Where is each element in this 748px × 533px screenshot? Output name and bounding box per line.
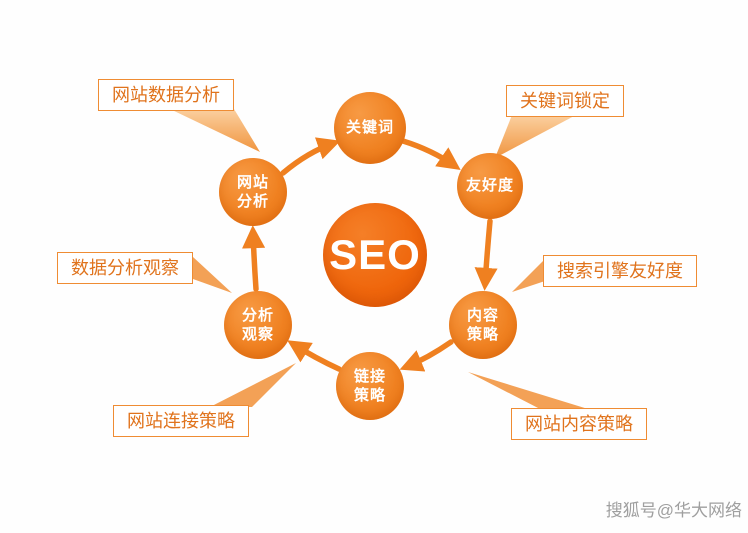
callout-tail-site-data-analysis <box>170 109 260 152</box>
callout-tail-keyword-lock <box>495 115 576 158</box>
node-friendliness-label: 友好度 <box>465 177 514 195</box>
arrow-friendliness-to-content-strategy <box>474 218 498 291</box>
arrow-analysis-observation-to-site-analysis <box>242 225 266 292</box>
callout-site-link-strategy-label: 网站连接策略 <box>127 411 235 431</box>
callout-tail-site-link-strategy <box>210 363 296 407</box>
node-site-analysis-line2: 分析 <box>236 193 269 210</box>
arrow-content-strategy-to-link-strategy <box>399 339 454 372</box>
arrow-keywords-to-friendliness <box>400 138 461 170</box>
callout-tail-search-engine-friendliness <box>512 259 545 292</box>
node-friendliness: 友好度 <box>457 153 523 219</box>
arrow-site-analysis-to-keywords <box>280 137 341 176</box>
callout-site-link-strategy: 网站连接策略 <box>113 405 249 437</box>
callout-keyword-lock-label: 关键词锁定 <box>520 91 610 111</box>
callout-tail-data-analysis-observation <box>193 257 232 293</box>
node-analysis-observation: 分析 观察 <box>224 291 292 359</box>
callout-site-content-strategy: 网站内容策略 <box>511 408 647 440</box>
callout-data-analysis-observation-label: 数据分析观察 <box>71 258 179 278</box>
center-seo-circle: SEO <box>323 203 427 307</box>
callout-site-content-strategy-label: 网站内容策略 <box>525 414 633 434</box>
node-link-strategy-line1: 链接 <box>353 367 386 385</box>
callout-site-data-analysis: 网站数据分析 <box>98 79 234 111</box>
node-content-strategy-line2: 策略 <box>466 326 499 343</box>
callout-search-engine-friendliness: 搜索引擎友好度 <box>543 255 697 287</box>
node-link-strategy: 链接 策略 <box>336 352 404 420</box>
node-content-strategy-line1: 内容 <box>466 306 499 324</box>
callout-data-analysis-observation: 数据分析观察 <box>57 252 193 284</box>
node-site-analysis-line1: 网站 <box>236 173 269 191</box>
node-analysis-observation-line2: 观察 <box>241 326 274 343</box>
node-site-analysis: 网站 分析 <box>219 158 287 226</box>
node-keywords-label: 关键词 <box>345 119 394 137</box>
callout-keyword-lock: 关键词锁定 <box>506 85 624 117</box>
node-analysis-observation-line1: 分析 <box>241 306 274 324</box>
node-keywords: 关键词 <box>334 92 406 164</box>
callout-tail-site-content-strategy <box>468 372 588 409</box>
arrow-link-strategy-to-analysis-observation <box>287 340 342 372</box>
callout-site-data-analysis-label: 网站数据分析 <box>112 85 220 105</box>
callout-search-engine-friendliness-label: 搜索引擎友好度 <box>557 261 683 281</box>
watermark-text: 搜狐号@华大网络 <box>605 501 742 520</box>
node-link-strategy-line2: 策略 <box>353 387 386 404</box>
node-content-strategy: 内容 策略 <box>449 291 517 359</box>
center-seo-label: SEO <box>329 231 421 278</box>
